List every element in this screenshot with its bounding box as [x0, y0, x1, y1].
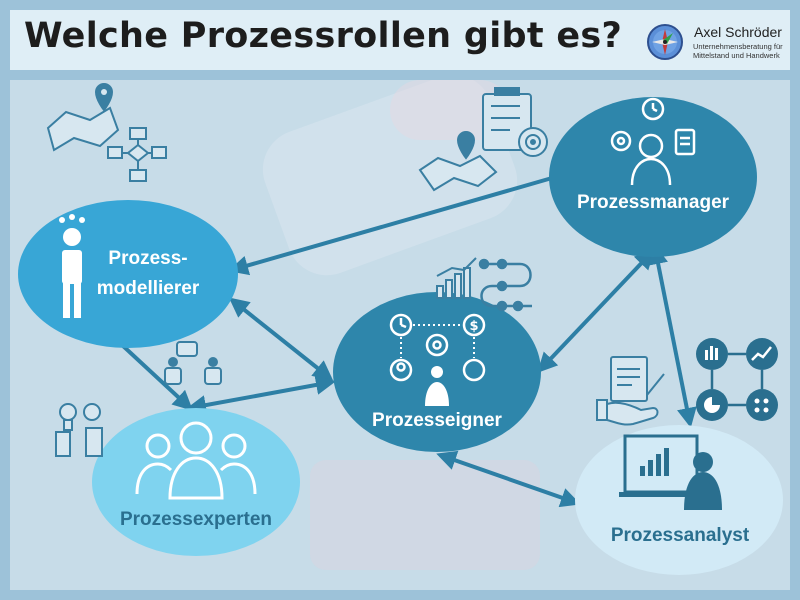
arrow-eigner-manager: [537, 249, 655, 373]
node-prozessexperten: [92, 408, 300, 556]
arrow-manager-to-modellierer: [228, 176, 553, 276]
bar-chart-icon: [436, 257, 477, 299]
logo-subtitle-line1: Unternehmensberatung für: [693, 42, 783, 51]
node-label-modellierer-line1: Prozess-: [108, 248, 188, 269]
line-chart-icon: [746, 338, 778, 370]
arrow-manager-analyst: [648, 244, 697, 428]
compass-icon: [647, 24, 683, 60]
arrow-modellierer-eigner: [228, 297, 334, 381]
node-label-prozessanalyst: Prozessanalyst: [610, 525, 750, 546]
arrow-experten-eigner: [186, 375, 336, 415]
bar-chart-icon: [696, 338, 728, 370]
chat-icon: [164, 341, 222, 385]
logo-subtitle-line2: Mittelstand und Handwerk: [693, 51, 780, 60]
thinking-person-icon: [59, 214, 85, 318]
page-title: Welche Prozessrollen gibt es?: [24, 16, 623, 56]
lightbulb-icon: [55, 403, 103, 457]
gear-icon: [425, 333, 449, 357]
bar-chart-icon: [462, 358, 486, 382]
handshake-icon: [596, 399, 659, 426]
node-label-prozessmanager: Prozessmanager: [576, 192, 730, 213]
presenter-icon: [425, 366, 449, 406]
checklist-icon: [482, 87, 532, 151]
clipboard-icon: [674, 128, 696, 156]
node-label-prozesseigner: Prozesseigner: [372, 410, 502, 431]
presenter-icon: [619, 434, 722, 510]
logo-name: Axel Schröder: [694, 24, 782, 40]
flowchart-icon: [107, 127, 167, 182]
group-icon: [135, 421, 257, 500]
header-bar: Welche Prozessrollen gibt es? Axel Schrö…: [10, 10, 790, 70]
stopwatch-icon: [641, 97, 665, 121]
svg-text:$: $: [469, 319, 478, 334]
arrow-modellierer-to-experten: [120, 343, 193, 411]
target-icon: [518, 127, 548, 157]
dollar-icon: $: [462, 313, 486, 337]
person-icon: [630, 133, 672, 186]
process-flow-icon: [478, 258, 532, 312]
node-prozessmodellierer: [18, 200, 238, 348]
node-label-prozessexperten: Prozessexperten: [119, 509, 273, 530]
arrow-eigner-analyst: [436, 450, 581, 508]
map-pin-icon: [46, 83, 120, 152]
dots-icon: [746, 389, 778, 421]
stopwatch-icon: [389, 313, 413, 337]
logo: Axel Schröder Unternehmensberatung für M…: [644, 23, 794, 63]
document-icon: [610, 356, 665, 402]
pie-chart-icon: [696, 389, 728, 421]
node-label-modellierer-line2: modellierer: [96, 278, 200, 299]
map-pin-icon: [418, 131, 498, 192]
person-icon: [389, 358, 413, 382]
gear-icon: [610, 130, 632, 152]
node-prozessanalyst: [575, 425, 783, 575]
node-prozessmanager: [549, 97, 757, 257]
